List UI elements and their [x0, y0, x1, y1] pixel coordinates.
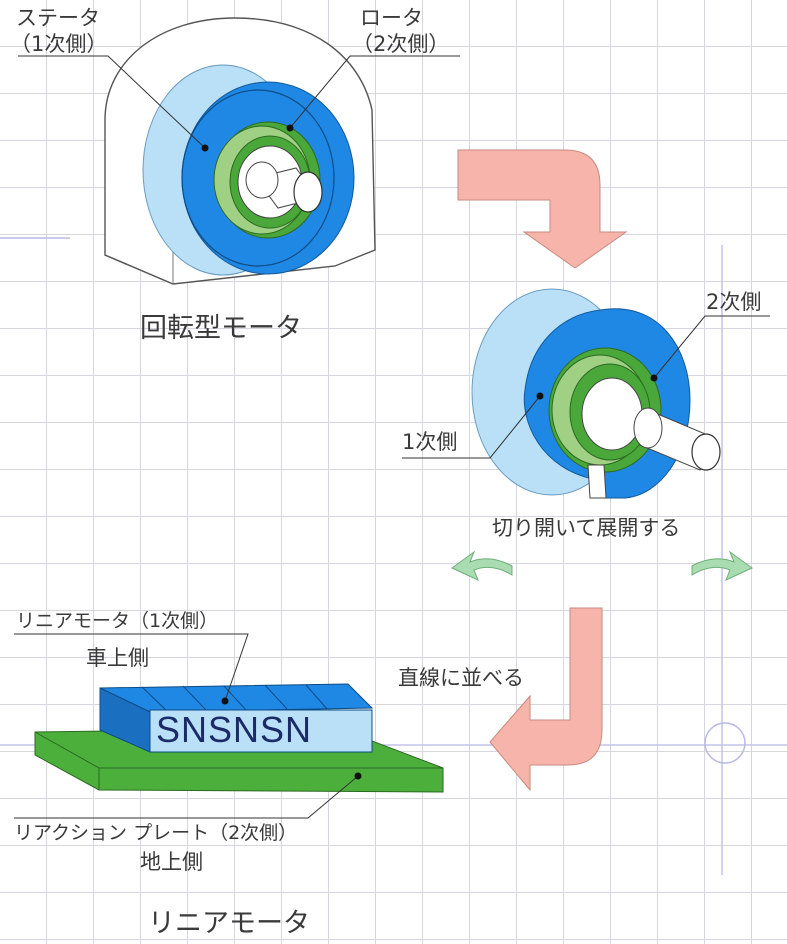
arrow-to-cutaway: [457, 149, 628, 269]
arrange-caption: 直線に並べる: [398, 666, 524, 690]
crosshair-circle: [704, 722, 746, 764]
stator-label: ステータ: [16, 6, 100, 30]
rotor-sub-label: （2次側）: [352, 32, 450, 56]
arrow-to-linear: [489, 607, 603, 792]
pole-s: S: [260, 709, 286, 750]
pole-s: S: [156, 709, 182, 750]
reaction-plate-label: リアクション プレート（2次側）: [14, 822, 298, 844]
secondary-side-label: 2次側: [706, 290, 762, 314]
car-side-label: 車上側: [86, 646, 149, 670]
pole-n: N: [181, 709, 209, 750]
unfold-arrow-right: [691, 550, 753, 581]
linear-title: リニアモータ: [148, 908, 310, 939]
cutaway-caption: 切り開いて展開する: [492, 516, 681, 540]
ground-side-label: 地上側: [140, 850, 203, 874]
linear-motor: [14, 633, 444, 819]
pole-row: S N S N S N: [156, 709, 313, 750]
unfold-arrow-left: [451, 550, 513, 581]
primary-side-label: 1次側: [402, 430, 458, 454]
cutaway-motor: [402, 288, 770, 581]
rotary-motor: [18, 17, 460, 285]
linear-motor-label: リニアモータ（1次側）: [16, 610, 219, 632]
pole-s: S: [208, 709, 234, 750]
rotor-label: ロータ: [360, 6, 423, 30]
stator-sub-label: （1次側）: [10, 32, 108, 56]
pole-n: N: [233, 709, 261, 750]
rotary-title: 回転型モータ: [140, 313, 302, 344]
pole-n: N: [285, 709, 313, 750]
